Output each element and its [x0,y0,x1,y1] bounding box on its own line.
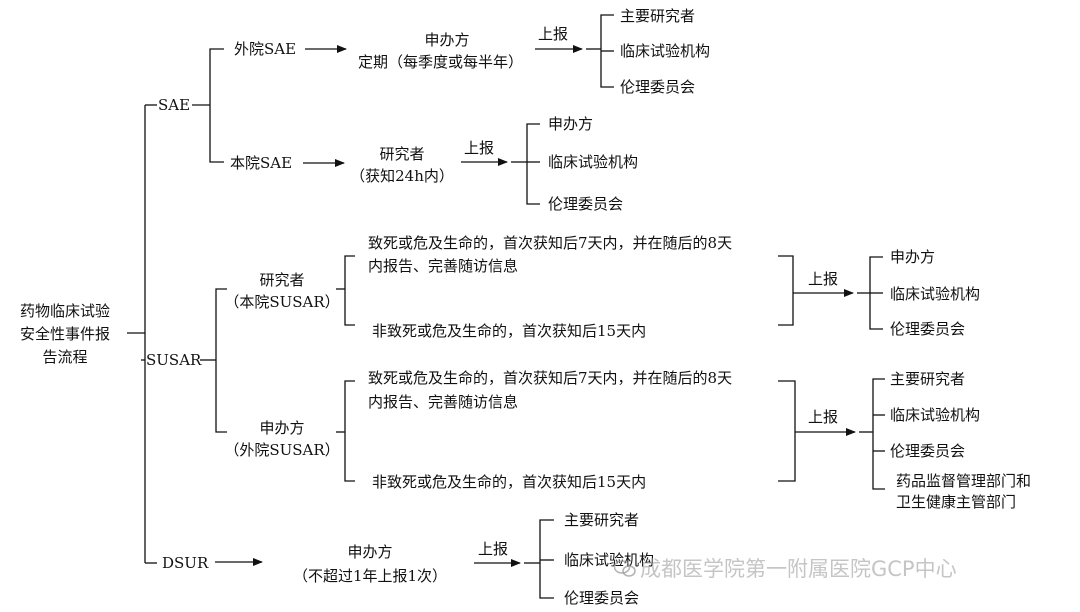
sae-label: SAE [158,96,191,114]
sae-external-timing: 定期（每季度或每半年） [358,53,524,71]
sae-external-report-label: 上报 [538,25,569,43]
susar-external-nonfatal: 非致死或危及生命的，首次获知后15天内 [372,473,647,491]
sae-internal-recipient-2: 临床试验机构 [548,153,639,171]
watermark: 成都医学院第一附属医院GCP中心 [614,553,957,583]
sae-internal-recipient-1: 申办方 [548,115,594,133]
dsur-recipient-1: 主要研究者 [564,511,640,529]
root-label-line3: 告流程 [42,348,88,366]
sae-internal-report-label: 上报 [464,139,495,157]
susar-internal-fatal-line2: 内报告、完善随访信息 [368,257,519,275]
dsur-timing: （不超过1年上报1次） [292,567,448,585]
susar-internal-recipient-1: 申办方 [890,248,936,266]
sae-internal-reporter: 研究者 [379,145,425,163]
dsur-recipient-2: 临床试验机构 [564,551,655,569]
susar-internal-scope: （本院SUSAR） [224,293,340,311]
sae-internal-recipient-3: 伦理委员会 [548,195,624,213]
sae-internal-label: 本院SAE [230,154,293,172]
susar-internal-report-label: 上报 [808,270,839,288]
wechat-icon [614,560,636,577]
susar-internal-nonfatal: 非致死或危及生命的，首次获知后15天内 [372,322,647,340]
susar-external-reporter: 申办方 [259,419,305,437]
susar-external-report-label: 上报 [808,408,839,426]
susar-external-fatal-line1: 致死或危及生命的，首次获知后7天内，并在随后的8天 [368,369,733,387]
susar-external-regulator-line1: 药品监督管理部门和 [896,472,1032,490]
dsur-report-label: 上报 [478,540,509,558]
sae-external-reporter: 申办方 [424,31,470,49]
susar-internal-fatal-line1: 致死或危及生命的，首次获知后7天内，并在随后的8天 [368,234,733,252]
root-label-line1: 药物临床试验 [19,302,110,320]
susar-external-recipient-1: 主要研究者 [890,370,966,388]
sae-external-recipient-1: 主要研究者 [620,7,696,25]
dsur-recipient-3: 伦理委员会 [564,589,640,607]
susar-internal-reporter: 研究者 [259,271,305,289]
dsur-label: DSUR [162,554,209,572]
dsur-reporter: 申办方 [347,543,393,561]
sae-external-recipient-3: 伦理委员会 [620,78,696,96]
susar-label: SUSAR [146,351,202,369]
watermark-text: 成都医学院第一附属医院GCP中心 [640,557,957,581]
root-label-line2: 安全性事件报 [19,325,110,343]
susar-external-scope: （外院SUSAR） [224,441,340,459]
susar-external-fatal-line2: 内报告、完善随访信息 [368,393,519,411]
sae-external-label: 外院SAE [234,40,297,58]
susar-external-recipient-3: 伦理委员会 [890,442,966,460]
sae-internal-timing: （获知24h内） [350,167,454,185]
susar-internal-recipient-2: 临床试验机构 [890,285,981,303]
susar-internal-recipient-3: 伦理委员会 [890,320,966,338]
susar-external-recipient-2: 临床试验机构 [890,406,981,424]
sae-external-recipient-2: 临床试验机构 [620,42,711,60]
susar-external-regulator-line2: 卫生健康主管部门 [896,493,1017,511]
